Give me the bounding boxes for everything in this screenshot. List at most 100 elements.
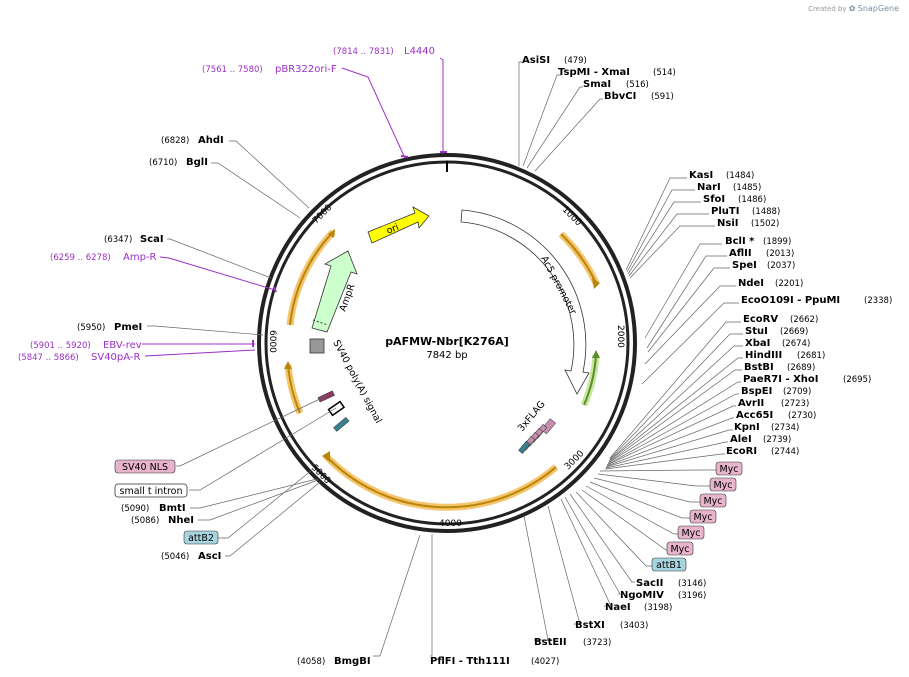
enzyme-label-smai[interactable]: SmaI(516) [583, 79, 649, 90]
enzyme-label-nhei[interactable]: (5086)NheI [131, 515, 194, 526]
enzyme-label-ndei[interactable]: NdeI(2201) [738, 278, 803, 289]
enzyme-label-pflfi-tth111i[interactable]: PflFI - Tth111I(4027) [430, 656, 559, 667]
enzyme-label-bgli[interactable]: (6710)BglI [149, 157, 208, 168]
svg-text:NdeI: NdeI [738, 278, 764, 289]
enzyme-label-pluti[interactable]: PluTI(1488) [711, 206, 780, 217]
enzyme-label-ecoo109i-ppumi[interactable]: EcoO109I - PpuMI(2338) [741, 295, 892, 306]
svg-text:NaeI: NaeI [605, 602, 631, 613]
enzyme-label-acc65i[interactable]: Acc65I(2730) [736, 410, 816, 421]
svg-text:HindIII: HindIII [745, 350, 782, 361]
svg-text:AhdI: AhdI [198, 135, 224, 146]
svg-text:(5847 .. 5866): (5847 .. 5866) [18, 353, 79, 363]
svg-text:(2662): (2662) [790, 315, 818, 325]
primer-label-amp-r[interactable]: (6259 .. 6278) Amp-R [50, 252, 157, 263]
svg-text:(2689): (2689) [787, 363, 815, 373]
enzyme-label-bcli[interactable]: BclI *(1899) [725, 236, 791, 247]
enzyme-label-sfoi[interactable]: SfoI (1486) [703, 194, 766, 205]
small-t-intron-box[interactable]: small t intron [114, 483, 188, 498]
primer-label-sv40pa-r[interactable]: (5847 .. 5866)SV40pA-R [18, 352, 140, 363]
svg-text:SV40 NLS: SV40 NLS [122, 462, 168, 473]
enzyme-label-tspmi-xmai[interactable]: TspMI - XmaI(514) [558, 67, 676, 78]
svg-text:NheI: NheI [168, 515, 194, 526]
svg-text:StuI: StuI [745, 326, 768, 337]
myc-box-6[interactable]: Myc [666, 541, 694, 556]
enzyme-label-stui[interactable]: StuI(2669) [745, 326, 808, 337]
svg-text:Myc: Myc [681, 528, 700, 539]
enzyme-label-ecori[interactable]: EcoRI(2744) [726, 446, 799, 457]
svg-text:attB1: attB1 [656, 560, 682, 571]
enzyme-label-hindiii[interactable]: HindIII(2681) [745, 350, 825, 361]
attb1-box[interactable]: attB1 [651, 557, 687, 572]
enzyme-label-nsii[interactable]: NsiI(1502) [717, 218, 779, 229]
svg-text:(479): (479) [564, 56, 587, 66]
svg-text:Myc: Myc [719, 464, 738, 475]
myc-box-5[interactable]: Myc [677, 525, 705, 540]
enzyme-label-avrii[interactable]: AvrII(2723) [738, 398, 809, 409]
svg-text:(2730): (2730) [788, 411, 816, 421]
enzyme-label-bsteii[interactable]: BstEII(3723) [534, 637, 611, 648]
orf-halo-2 [323, 453, 559, 511]
enzyme-label-kpni[interactable]: KpnI(2734) [734, 422, 799, 433]
ampr-promoter-mark [312, 319, 329, 326]
enzyme-label-xbai[interactable]: XbaI(2674) [745, 338, 810, 349]
enzyme-label-bmti[interactable]: (5090)BmtI [121, 503, 186, 514]
enzyme-label-pmei[interactable]: (5950)PmeI [77, 322, 142, 333]
enzyme-label-bstbi[interactable]: BstBI (2689) [744, 362, 815, 373]
enzyme-label-scai[interactable]: (6347)ScaI [104, 234, 164, 245]
svg-text:AleI: AleI [730, 434, 752, 445]
myc-box-3[interactable]: Myc [699, 493, 727, 508]
sv40pa-label: SV40 poly(A) signal [330, 338, 383, 425]
enzyme-label-bspei[interactable]: BspEI(2709) [741, 386, 811, 397]
svg-text:(3146): (3146) [678, 579, 706, 589]
enzyme-label-paer7i-xhoi[interactable]: PaeR7I - XhoI(2695) [743, 374, 871, 385]
svg-text:L4440: L4440 [404, 46, 435, 57]
primer-label-ebv-rev[interactable]: (5901 .. 5920)EBV-rev [30, 340, 142, 351]
enzyme-label-asisi[interactable]: AsiSI(479) [522, 55, 587, 66]
attb2-box[interactable]: attB2 [183, 530, 219, 545]
tick-7000: 7000 [311, 203, 334, 226]
enzyme-label-ngomiv[interactable]: NgoMIV(3196) [620, 590, 706, 601]
svg-text:BmtI: BmtI [159, 503, 186, 514]
sv40-nls-box[interactable]: SV40 NLS [114, 459, 176, 474]
enzyme-label-aflii[interactable]: AflII(2013) [729, 248, 794, 259]
ori-arrow [367, 206, 430, 244]
svg-text:(3198): (3198) [644, 603, 672, 613]
svg-text:(1484): (1484) [726, 171, 754, 181]
enzyme-label-bstxi[interactable]: BstXI(3403) [575, 620, 648, 631]
primer-label-pbr322ori-f[interactable]: (7561 .. 7580)pBR322ori-F [202, 64, 337, 75]
svg-text:SfoI: SfoI [703, 194, 725, 205]
svg-text:Myc: Myc [703, 496, 722, 507]
svg-text:(2723): (2723) [781, 399, 809, 409]
enzyme-label-ecorv[interactable]: EcoRV(2662) [743, 314, 818, 325]
enzyme-label-naei[interactable]: NaeI (3198) [605, 602, 672, 613]
enzyme-label-sacii[interactable]: SacII (3146) [636, 578, 706, 589]
svg-text:(6828): (6828) [161, 136, 189, 146]
myc-box-4[interactable]: Myc [689, 509, 717, 524]
svg-text:NsiI: NsiI [717, 218, 738, 229]
enzyme-label-alei[interactable]: AleI (2739) [730, 434, 791, 445]
svg-text:BclI *: BclI * [725, 236, 755, 247]
svg-text:SacII: SacII [636, 578, 663, 589]
svg-text:(5950): (5950) [77, 323, 105, 333]
enzyme-label-spei[interactable]: SpeI(2037) [732, 260, 795, 271]
svg-text:(1486): (1486) [738, 195, 766, 205]
primer-mark-pbr322 [400, 155, 409, 158]
enzyme-label-bbvci[interactable]: BbvCI(591) [604, 91, 674, 102]
enzyme-label-bmgbi[interactable]: (4058)BmgBI [297, 656, 371, 667]
svg-text:(4027): (4027) [531, 657, 559, 667]
myc-box-2[interactable]: Myc [709, 477, 737, 492]
primer-label-l4440[interactable]: (7814 .. 7831)L4440 [333, 46, 435, 57]
enzyme-label-kasi[interactable]: KasI(1484) [689, 170, 754, 181]
svg-text:(6259 .. 6278): (6259 .. 6278) [50, 253, 111, 263]
svg-text:Amp-R: Amp-R [123, 252, 157, 263]
svg-text:(2037): (2037) [767, 261, 795, 271]
svg-text:(514): (514) [653, 68, 676, 78]
svg-text:(1485): (1485) [733, 183, 761, 193]
svg-text:BstBI: BstBI [744, 362, 774, 373]
enzyme-label-asci[interactable]: (5046)AscI [161, 551, 221, 562]
myc-box-1[interactable]: Myc [715, 461, 743, 476]
svg-text:(2739): (2739) [763, 435, 791, 445]
tick-2000: 2000 [615, 325, 625, 348]
enzyme-label-nari[interactable]: NarI(1485) [697, 182, 761, 193]
enzyme-label-ahdi[interactable]: (6828) AhdI [161, 135, 224, 146]
